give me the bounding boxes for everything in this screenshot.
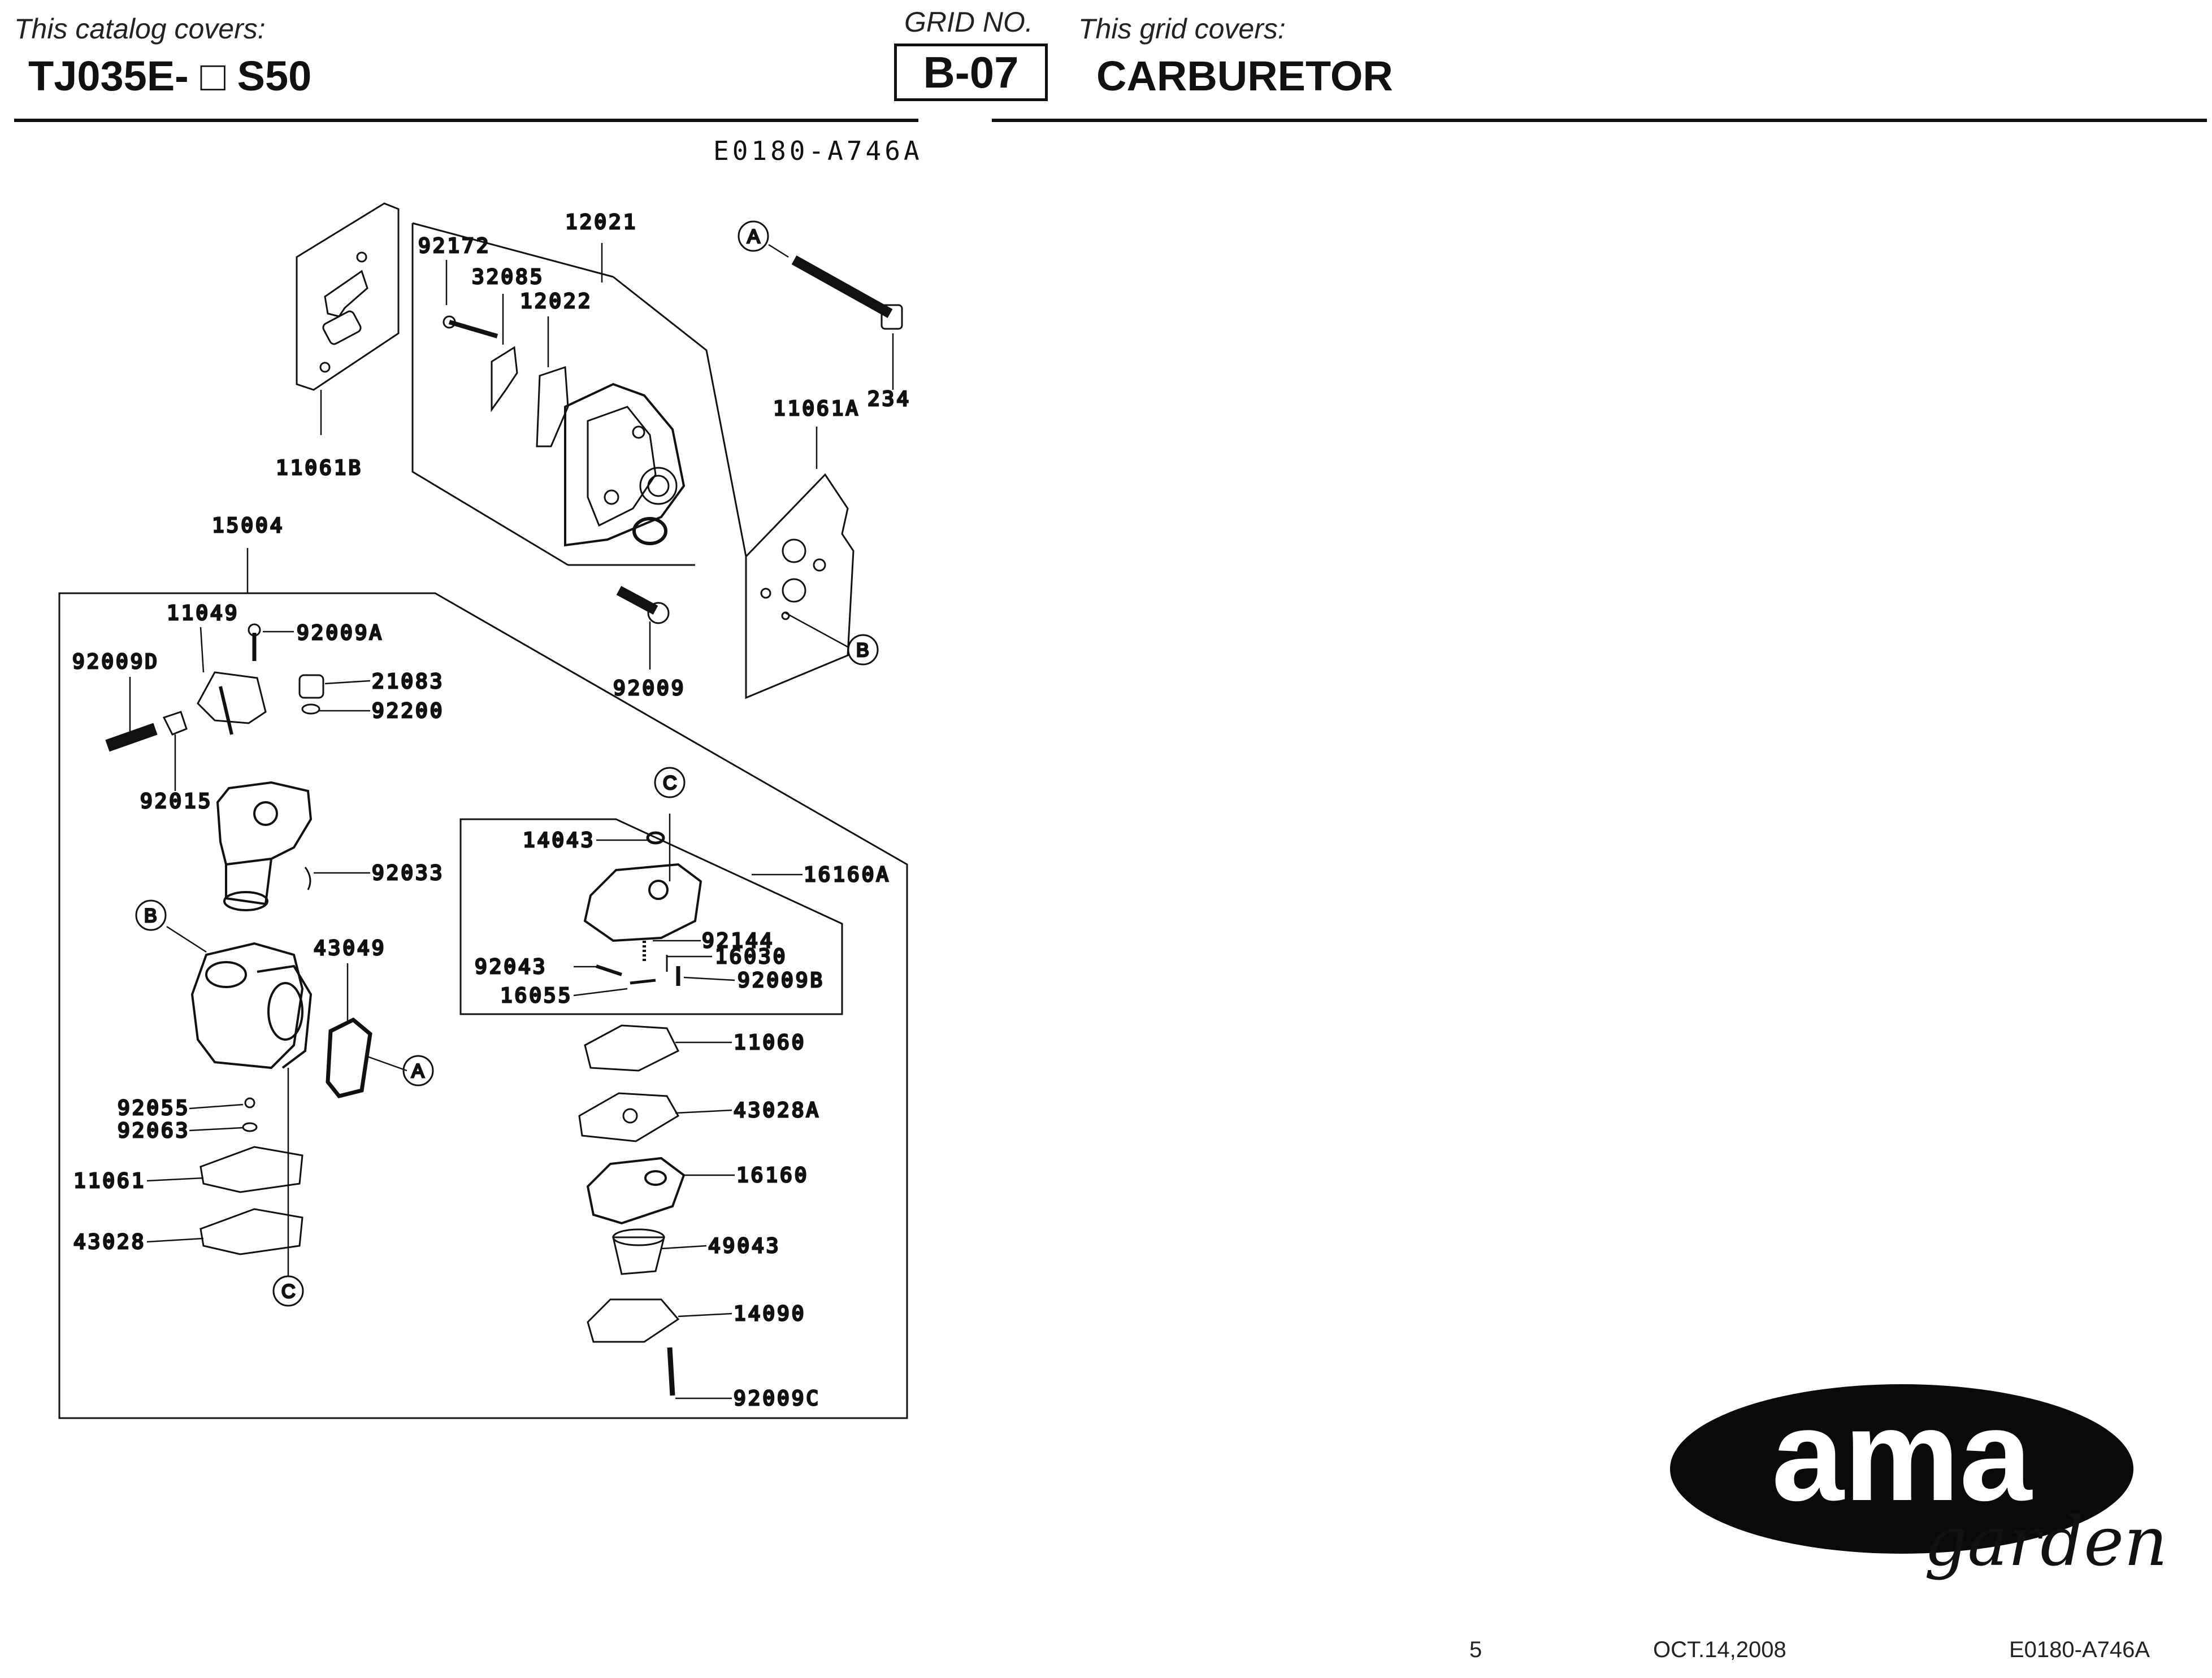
- label-21083: 21083: [372, 670, 444, 693]
- grid-covers-caption: This grid covers:: [1078, 13, 1286, 45]
- washer-92063: [242, 1122, 258, 1132]
- gasket-11061: [199, 1146, 303, 1193]
- seal-14043: [646, 831, 665, 845]
- svg-text:A: A: [411, 1060, 424, 1082]
- plate-12022: [536, 366, 569, 447]
- screw-92172: [443, 315, 498, 338]
- carburetor-body: [190, 942, 313, 1070]
- label-16160a: 16160A: [804, 863, 891, 886]
- pump-subassembly-frame: [459, 818, 843, 1015]
- label-92009d: 92009D: [72, 650, 159, 673]
- svg-text:B: B: [144, 905, 157, 927]
- svg-text:ama: ama: [1772, 1383, 2033, 1528]
- primer-bulb-49043: [612, 1228, 665, 1275]
- label-16030: 16030: [715, 945, 787, 968]
- pin-92043: [596, 964, 622, 976]
- ref-marker-c-bottom: C: [272, 1275, 304, 1307]
- label-12022: 12022: [520, 290, 592, 313]
- diaphragm-43028a: [578, 1092, 680, 1142]
- svg-text:C: C: [281, 1281, 296, 1302]
- ref-marker-b-left: B: [135, 899, 167, 931]
- label-92063: 92063: [118, 1119, 190, 1142]
- footer-code: E0180-A746A: [2009, 1637, 2150, 1662]
- svg-text:B: B: [856, 640, 869, 661]
- label-92009c: 92009C: [734, 1387, 821, 1410]
- label-11049: 11049: [167, 602, 239, 625]
- screw-92009c: [667, 1347, 675, 1396]
- lever-16055: [630, 979, 656, 985]
- screw-92009a: [248, 623, 261, 661]
- page-number: 5: [1469, 1637, 1482, 1662]
- gasket-11060: [584, 1024, 680, 1072]
- throttle-lever-11049: [197, 671, 267, 735]
- footer-date: OCT.14,2008: [1653, 1637, 1786, 1662]
- label-49043: 49043: [708, 1234, 780, 1258]
- label-234: 234: [868, 388, 911, 411]
- label-92043: 92043: [475, 955, 547, 979]
- throttle-body: [216, 781, 313, 911]
- label-92033: 92033: [372, 862, 444, 885]
- header-rule-left: [14, 119, 918, 122]
- ref-marker-a-top: A: [738, 220, 769, 252]
- label-92200: 92200: [372, 699, 444, 723]
- diaphragm-43028: [199, 1208, 303, 1255]
- insulator-12021: [411, 222, 747, 566]
- grid-number-caption: GRID NO.: [904, 6, 1033, 38]
- label-92009a: 92009A: [297, 621, 384, 645]
- label-11060: 11060: [734, 1031, 806, 1054]
- header-rule-right: [992, 119, 2207, 122]
- label-43028a: 43028A: [734, 1099, 821, 1122]
- label-43028: 43028: [73, 1231, 146, 1254]
- label-11061: 11061: [73, 1170, 146, 1193]
- washer-92200: [301, 703, 320, 715]
- cap-21083: [298, 674, 324, 699]
- grid-number: B-07: [923, 47, 1019, 97]
- label-92055: 92055: [118, 1097, 190, 1120]
- catalog-caption: This catalog covers:: [14, 13, 266, 45]
- label-14090: 14090: [734, 1302, 806, 1325]
- bolt-234: [791, 255, 903, 330]
- label-15004: 15004: [212, 514, 284, 537]
- gasket-43049: [326, 1017, 372, 1098]
- bolt-92009: [616, 586, 670, 624]
- svg-text:garden: garden: [1924, 1503, 2168, 1581]
- plate-32085: [491, 346, 518, 412]
- ama-garden-logo: ama garden: [1670, 1383, 2168, 1581]
- ref-marker-a-left: A: [402, 1055, 434, 1086]
- label-12021: 12021: [565, 211, 637, 234]
- screw-92009d: [105, 723, 158, 752]
- label-92172: 92172: [418, 234, 491, 258]
- label-14043: 14043: [523, 829, 595, 852]
- carburetor-assembly-frame: [58, 592, 908, 1419]
- gasket-11061b: [296, 202, 400, 391]
- cover-14090: [587, 1298, 680, 1343]
- label-16160: 16160: [736, 1164, 809, 1187]
- label-11061a: 11061A: [773, 397, 860, 420]
- carburetor-exploded-diagram: 12021 92172 32085 12022 11061B 11061A 23…: [58, 202, 911, 1419]
- pump-cover: [583, 863, 702, 942]
- label-92144: 92144: [702, 929, 774, 953]
- grid-number-box: B-07: [894, 44, 1048, 101]
- svg-text:A: A: [747, 226, 760, 247]
- grid-covers-title: CARBURETOR: [1096, 53, 1393, 99]
- needle-92055: [244, 1097, 255, 1108]
- label-92009b: 92009B: [738, 969, 825, 992]
- ref-marker-c-top: C: [654, 767, 686, 798]
- diagram-code: E0180-A746A: [713, 136, 923, 166]
- catalog-model: TJ035E- □ S50: [28, 53, 312, 99]
- label-92015: 92015: [140, 790, 212, 813]
- label-32085: 32085: [472, 266, 544, 289]
- label-43049: 43049: [314, 937, 386, 960]
- ref-marker-b-right: B: [847, 634, 879, 666]
- leader-lines: [129, 243, 894, 1399]
- gasket-11061a: [745, 473, 855, 699]
- label-11061b: 11061B: [276, 457, 363, 480]
- pump-body-16160: [586, 1157, 686, 1225]
- label-92009: 92009: [613, 677, 686, 700]
- nut-92015: [162, 711, 188, 736]
- svg-text:C: C: [663, 772, 677, 794]
- label-16055: 16055: [500, 984, 572, 1007]
- clip-92033: [304, 867, 311, 890]
